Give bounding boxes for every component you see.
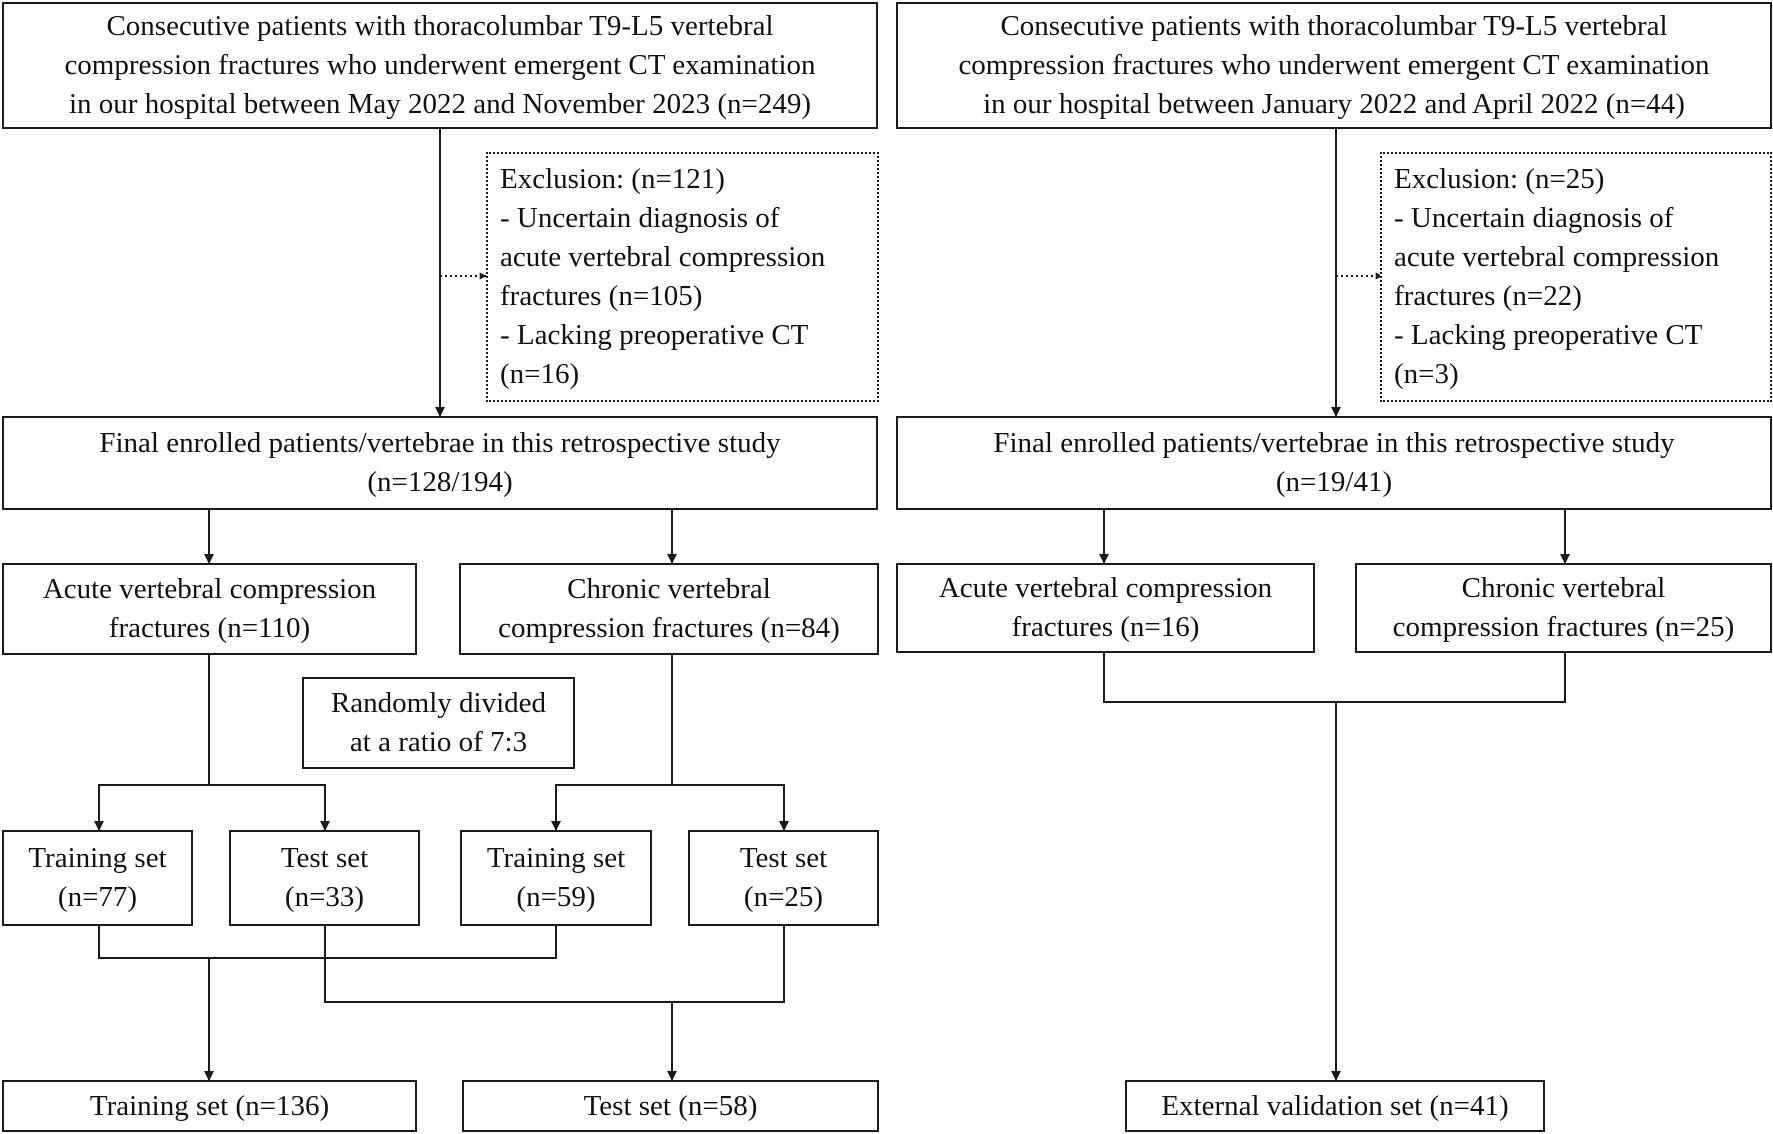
left-chronic-box: Chronic vertebral compression fractures (… (459, 563, 879, 655)
connector-acute-split (98, 655, 325, 830)
chronic-test-set-box: Test set (n=25) (688, 830, 879, 926)
box-text-line: fractures (n=105) (500, 280, 703, 312)
box-text-line: Test set (n=58) (583, 1089, 758, 1122)
chronic-training-set-box: Training set (n=59) (460, 830, 652, 926)
box-text-line: - Lacking preoperative CT (1394, 319, 1703, 351)
box-text-line: (n=128/194) (367, 466, 513, 498)
box-text-line: compression fractures who underwent emer… (958, 49, 1710, 81)
acute-training-set-box: Training set (n=77) (2, 830, 193, 926)
box-text-line: Chronic vertebral (1461, 572, 1666, 604)
box-text-line: - Uncertain diagnosis of (1394, 202, 1674, 234)
connector-test-merge (324, 926, 785, 1080)
box-text-line: acute vertebral compression (500, 241, 826, 273)
box-text-line: Exclusion: (n=25) (1394, 163, 1605, 195)
box-text-line: Final enrolled patients/vertebrae in thi… (993, 427, 1675, 459)
connector-chronic-split (555, 655, 784, 830)
connector-training-merge (98, 926, 557, 1080)
box-text-line: Acute vertebral compression (938, 572, 1273, 604)
left-source-cohort-box: Consecutive patients with thoracolumbar … (2, 2, 878, 129)
box-text-line: Test set (280, 842, 369, 874)
box-text-line: Exclusion: (n=121) (500, 163, 725, 195)
right-exclusion-box: Exclusion: (n=25) - Uncertain diagnosis o… (1380, 152, 1772, 402)
right-enrolled-box: Final enrolled patients/vertebrae in thi… (896, 416, 1772, 510)
box-text-line: (n=19/41) (1275, 466, 1393, 498)
box-text-line: Training set (486, 842, 626, 874)
random-division-note-box: Randomly divided at a ratio of 7:3 (302, 677, 575, 769)
box-text-line: External validation set (n=41) (1161, 1089, 1509, 1122)
box-text-line: (n=3) (1394, 358, 1459, 390)
left-exclusion-box: Exclusion: (n=121) - Uncertain diagnosis … (486, 152, 879, 402)
box-text-line: Test set (739, 842, 828, 874)
box-text-line: in our hospital between January 2022 and… (983, 88, 1685, 120)
left-acute-box: Acute vertebral compression fractures (n=… (2, 563, 417, 655)
box-text-line: Acute vertebral compression (42, 573, 377, 605)
box-text-line: Randomly divided (330, 687, 547, 719)
box-text-line: compression fractures who underwent emer… (64, 49, 816, 81)
box-text-line: Training set (n=136) (89, 1089, 330, 1122)
box-text-line: compression fractures (n=25) (1392, 611, 1735, 643)
box-text-line: Consecutive patients with thoracolumbar … (1000, 10, 1668, 42)
training-set-total-box: Training set (n=136) (2, 1080, 417, 1132)
box-text-line: Training set (28, 842, 167, 874)
box-text-line: in our hospital between May 2022 and Nov… (68, 88, 811, 120)
box-text-line: (n=77) (57, 881, 138, 913)
box-text-line: fractures (n=22) (1394, 280, 1582, 312)
box-text-line: (n=59) (516, 881, 596, 913)
box-text-line: (n=16) (500, 358, 580, 390)
box-text-line: Final enrolled patients/vertebrae in thi… (99, 427, 781, 459)
box-text-line: fractures (n=16) (1011, 611, 1200, 643)
right-chronic-box: Chronic vertebral compression fractures (… (1355, 563, 1772, 653)
box-text-line: - Lacking preoperative CT (500, 319, 809, 351)
test-set-total-box: Test set (n=58) (462, 1080, 879, 1132)
box-text-line: acute vertebral compression (1394, 241, 1720, 273)
box-text-line: compression fractures (n=84) (498, 612, 840, 644)
box-text-line: Chronic vertebral (567, 573, 771, 605)
left-enrolled-box: Final enrolled patients/vertebrae in thi… (2, 416, 878, 510)
box-text-line: (n=33) (284, 881, 365, 913)
box-text-line: fractures (n=110) (108, 612, 311, 644)
box-text-line: at a ratio of 7:3 (349, 726, 528, 758)
connector-validation-merge (1103, 653, 1566, 1080)
acute-test-set-box: Test set (n=33) (229, 830, 420, 926)
box-text-line: - Uncertain diagnosis of (500, 202, 780, 234)
box-text-line: (n=25) (743, 881, 824, 913)
box-text-line: Consecutive patients with thoracolumbar … (106, 10, 774, 42)
right-acute-box: Acute vertebral compression fractures (n=… (896, 563, 1315, 653)
right-source-cohort-box: Consecutive patients with thoracolumbar … (896, 2, 1772, 129)
external-validation-set-box: External validation set (n=41) (1125, 1080, 1545, 1132)
